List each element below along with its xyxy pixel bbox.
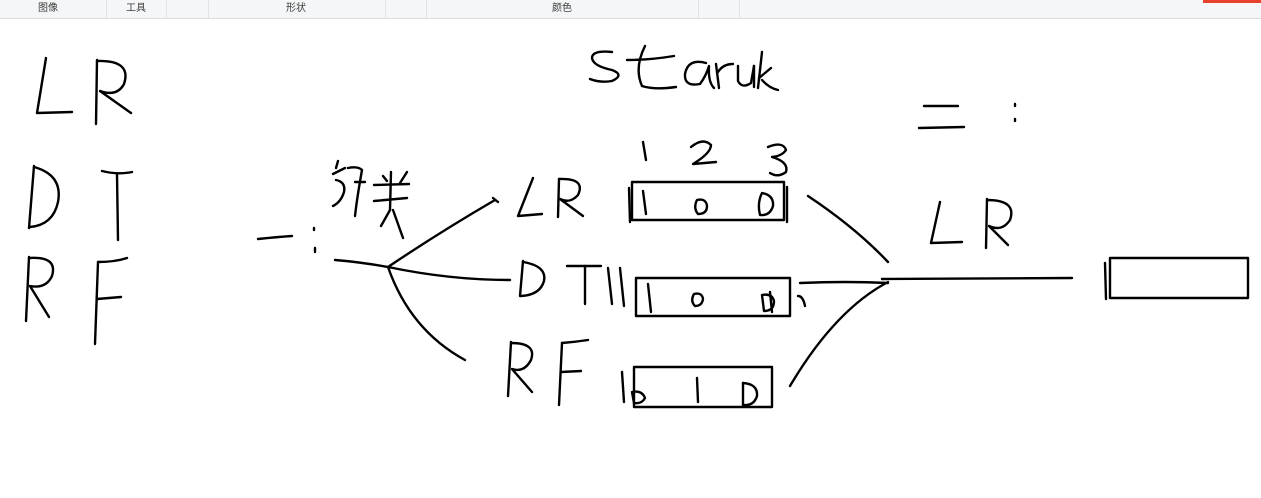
ribbon-separator [208, 0, 209, 18]
ribbon-separator [385, 0, 386, 18]
handwriting-rf-middle [506, 338, 590, 407]
handwriting-column-numbers [641, 140, 788, 177]
ribbon-separator [426, 0, 427, 18]
ribbon-accent-bar [1203, 0, 1261, 3]
handwriting-rf-left [24, 255, 129, 346]
ribbon-separator [739, 0, 740, 18]
handwriting-lr-right [929, 197, 1013, 250]
ribbon-group-shapes[interactable]: 形状 [286, 3, 306, 14]
drawing-canvas[interactable] [0, 19, 1261, 498]
branch-lines-left [333, 196, 512, 362]
branch-lines-right [788, 194, 1074, 388]
ribbon-group-image[interactable]: 图像 [38, 3, 58, 14]
ribbon-separator [166, 0, 167, 18]
ribbon-group-tools[interactable]: 工具 [126, 3, 146, 14]
handwriting-lr-middle [516, 176, 585, 219]
handwriting-dt-left [27, 164, 134, 242]
ribbon-group-colors[interactable]: 颜色 [552, 3, 572, 14]
result-box-lr [627, 180, 789, 224]
handwriting-two-label [917, 102, 1017, 130]
ribbon-separator [106, 0, 107, 18]
handwriting-classify-label [331, 159, 411, 240]
handwriting-dt-middle [518, 259, 626, 308]
output-box [1103, 256, 1250, 301]
ribbon-toolbar: 图像 工具 形状 颜色 [0, 0, 1261, 19]
result-box-rf [620, 365, 774, 409]
handwriting-one-label [256, 226, 317, 254]
ribbon-separator [698, 0, 699, 18]
result-box-dt [634, 276, 807, 318]
handwriting-lr-left [35, 56, 133, 126]
handwriting-stacking-title [588, 44, 780, 92]
